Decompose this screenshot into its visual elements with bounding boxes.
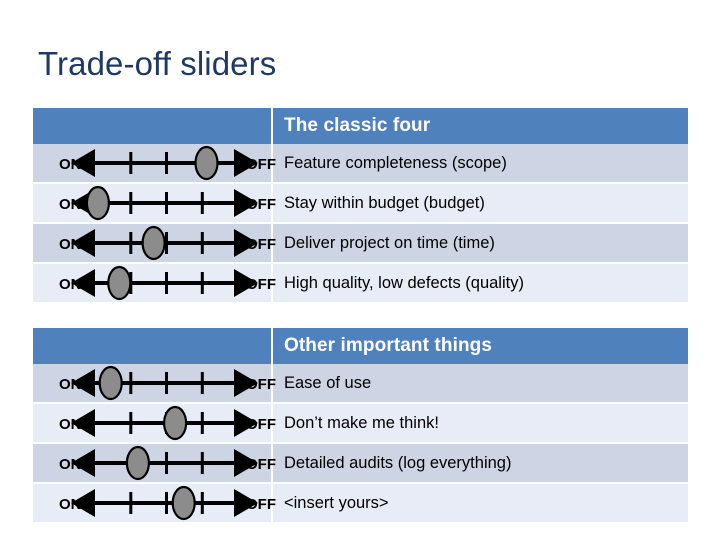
table-row: ON OFF Stay within budget (budget) — [33, 183, 688, 223]
table-row: ON OFF Ease of use — [33, 364, 688, 403]
table-row: ON OFF Detailed audits (log everything) — [33, 443, 688, 483]
svg-text:ON: ON — [59, 456, 82, 473]
table-row: ON OFF High quality, low defects (qualit… — [33, 263, 688, 303]
header-cell-title: The classic four — [272, 108, 688, 144]
row-label: Stay within budget (budget) — [272, 183, 688, 223]
svg-text:ON: ON — [59, 196, 82, 213]
svg-text:ON: ON — [59, 276, 82, 293]
header-cell-slider — [33, 108, 273, 144]
table-body: ON OFF Ease of use ON OFF Don’t make me … — [33, 364, 688, 523]
svg-text:OFF: OFF — [246, 276, 276, 293]
slider-cell: ON OFF — [33, 144, 276, 183]
svg-text:OFF: OFF — [246, 156, 276, 173]
header-cell-slider — [33, 328, 273, 364]
row-label: Don’t make me think! — [272, 403, 688, 443]
svg-text:ON: ON — [59, 236, 82, 253]
slider-cell: ON OFF — [33, 183, 276, 223]
row-label: Deliver project on time (time) — [272, 223, 688, 263]
svg-text:ON: ON — [59, 376, 82, 393]
svg-text:OFF: OFF — [246, 196, 276, 213]
tradeoff-slider[interactable]: ON OFF — [55, 144, 280, 182]
slider-cell: ON OFF — [33, 364, 276, 403]
table-body: ON OFF Feature completeness (scope) ON O… — [33, 144, 688, 303]
tradeoff-slider[interactable]: ON OFF — [55, 364, 280, 402]
tradeoff-slider[interactable]: ON OFF — [55, 404, 280, 442]
svg-text:OFF: OFF — [246, 416, 276, 433]
slider-cell: ON OFF — [33, 443, 276, 483]
table-title: Other important things — [284, 335, 493, 356]
row-label: Ease of use — [272, 364, 688, 403]
header-cell-title: Other important things — [272, 328, 688, 364]
table-row: ON OFF Feature completeness (scope) — [33, 144, 688, 183]
tradeoff-slider[interactable]: ON OFF — [55, 224, 280, 262]
tradeoff-slider[interactable]: ON OFF — [55, 264, 280, 302]
slider-cell: ON OFF — [33, 263, 276, 303]
table-classic-four: The classic four ON OFF Feature complete… — [33, 108, 688, 304]
table-title: The classic four — [284, 115, 431, 136]
table-header-row: The classic four — [33, 108, 688, 144]
slider-cell: ON OFF — [33, 223, 276, 263]
page-title: Trade-off sliders — [38, 45, 277, 82]
slider-cell: ON OFF — [33, 483, 276, 523]
svg-text:OFF: OFF — [246, 496, 276, 513]
svg-text:ON: ON — [59, 416, 82, 433]
table-row: ON OFF Don’t make me think! — [33, 403, 688, 443]
row-label: <insert yours> — [272, 483, 688, 523]
tradeoff-slider[interactable]: ON OFF — [55, 484, 280, 522]
svg-text:OFF: OFF — [246, 236, 276, 253]
row-label: High quality, low defects (quality) — [272, 263, 688, 303]
svg-text:ON: ON — [59, 156, 82, 173]
table-row: ON OFF Deliver project on time (time) — [33, 223, 688, 263]
tradeoff-slider[interactable]: ON OFF — [55, 184, 280, 222]
svg-text:ON: ON — [59, 496, 82, 513]
row-label: Detailed audits (log everything) — [272, 443, 688, 483]
svg-text:OFF: OFF — [246, 376, 276, 393]
slider-cell: ON OFF — [33, 403, 276, 443]
table-row: ON OFF <insert yours> — [33, 483, 688, 523]
row-label: Feature completeness (scope) — [272, 144, 688, 183]
table-header-row: Other important things — [33, 328, 688, 364]
tradeoff-slider[interactable]: ON OFF — [55, 444, 280, 482]
table-other-things: Other important things ON OFF Ease of us… — [33, 328, 688, 524]
svg-text:OFF: OFF — [246, 456, 276, 473]
